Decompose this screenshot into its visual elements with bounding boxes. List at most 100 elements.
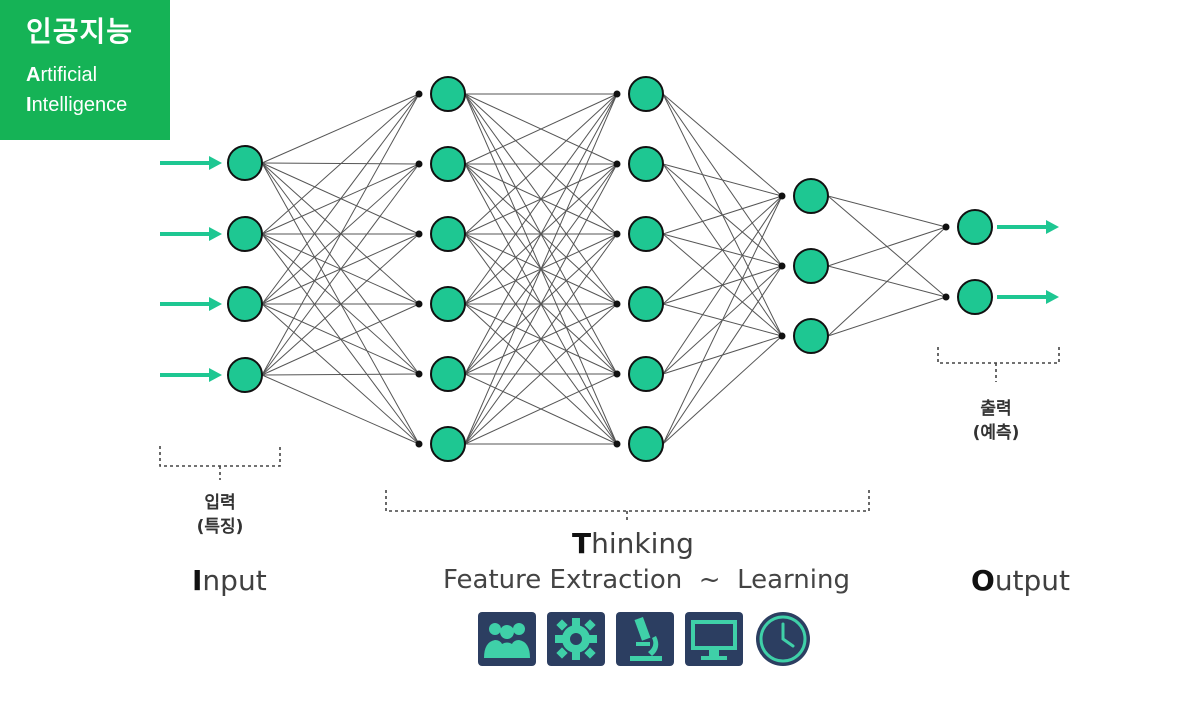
output-arrow-0	[997, 220, 1059, 234]
input-arrow-3	[160, 368, 222, 382]
node-hidden3-2	[793, 318, 829, 354]
output-label: Output	[971, 564, 1070, 597]
output-korean-line2: (예측)	[972, 423, 1020, 443]
junction-dot-hidden3-0	[778, 192, 786, 200]
junction-dot-hidden1-2	[415, 230, 423, 238]
node-hidden1-4	[430, 356, 466, 392]
node-input-1	[227, 216, 263, 252]
clock-icon	[756, 612, 810, 666]
output-arrow-1	[997, 290, 1059, 304]
badge-line1-cap: A	[26, 64, 41, 86]
junction-dot-hidden1-4	[415, 370, 423, 378]
junction-dot-hidden1-1	[415, 160, 423, 168]
junction-dot-hidden2-4	[613, 370, 621, 378]
gear-icon	[547, 612, 605, 666]
node-hidden1-2	[430, 216, 466, 252]
edge-hidden2-3-to-hidden3-0	[662, 195, 783, 305]
output-korean-line1: 출력	[980, 399, 1012, 419]
network-nodes	[227, 76, 993, 462]
edge-hidden2-2-to-hidden3-0	[662, 195, 783, 235]
edge-input-3-to-hidden1-5	[261, 374, 420, 445]
junction-dot-output-1	[942, 293, 950, 301]
node-hidden2-0	[628, 76, 664, 112]
edge-hidden1-5-to-hidden2-3	[464, 303, 618, 445]
node-input-3	[227, 357, 263, 393]
edge-hidden1-2-to-hidden2-0	[464, 93, 618, 235]
junction-dot-hidden3-2	[778, 332, 786, 340]
edge-hidden2-0-to-hidden3-0	[662, 93, 783, 197]
edge-hidden3-2-to-output-0	[827, 226, 947, 337]
input-korean-line1: 입력	[204, 493, 236, 513]
input-label-rest: nput	[202, 564, 267, 597]
badge-line2-rest: ntelligence	[31, 94, 128, 116]
microscope-icon	[616, 612, 674, 666]
node-hidden3-0	[793, 178, 829, 214]
output-label-cap: O	[971, 564, 995, 597]
edge-hidden1-5-to-hidden2-2	[464, 233, 618, 445]
node-hidden2-5	[628, 426, 664, 462]
ai-badge: 인공지능 Artificial Intelligence	[0, 0, 170, 140]
edge-input-3-to-hidden1-2	[261, 233, 420, 376]
node-hidden1-3	[430, 286, 466, 322]
node-input-2	[227, 286, 263, 322]
edge-input-3-to-hidden1-3	[261, 303, 420, 376]
junction-dot-output-0	[942, 223, 950, 231]
thinking-label-rest: hinking	[591, 527, 694, 560]
edge-hidden1-5-to-hidden2-4	[464, 373, 618, 445]
input-label: Input	[192, 564, 267, 597]
badge-line2-cap: I	[26, 94, 32, 116]
thinking-bracket	[385, 490, 870, 520]
edge-hidden2-4-to-hidden3-0	[662, 195, 783, 375]
junction-dot-hidden3-1	[778, 262, 786, 270]
edge-hidden2-5-to-hidden3-0	[662, 195, 783, 445]
node-output-0	[957, 209, 993, 245]
edge-input-0-to-hidden1-0	[261, 93, 420, 164]
badge-subtitle: Artificial Intelligence	[26, 60, 170, 120]
junction-dot-hidden1-0	[415, 90, 423, 98]
junction-dot-hidden2-5	[613, 440, 621, 448]
output-korean-label: 출력 (예측)	[946, 397, 1046, 445]
node-hidden2-1	[628, 146, 664, 182]
edge-hidden3-1-to-output-0	[827, 226, 947, 267]
junction-dot-hidden2-0	[613, 90, 621, 98]
output-label-rest: utput	[994, 564, 1071, 597]
node-hidden1-1	[430, 146, 466, 182]
edge-hidden2-1-to-hidden3-0	[662, 163, 783, 197]
node-hidden2-2	[628, 216, 664, 252]
edge-hidden1-3-to-hidden2-0	[464, 93, 618, 305]
node-output-1	[957, 279, 993, 315]
edge-hidden1-1-to-hidden2-0	[464, 93, 618, 165]
junction-dot-hidden2-3	[613, 300, 621, 308]
edge-hidden3-0-to-output-0	[827, 195, 947, 228]
junction-dot-hidden2-2	[613, 230, 621, 238]
badge-title: 인공지능	[26, 15, 134, 48]
input-arrow-0	[160, 156, 222, 170]
people-icon	[478, 612, 536, 666]
node-hidden2-3	[628, 286, 664, 322]
output-bracket	[937, 347, 1060, 382]
input-korean-label: 입력 (특징)	[170, 491, 270, 539]
network-edges	[261, 90, 950, 448]
node-input-0	[227, 145, 263, 181]
node-hidden2-4	[628, 356, 664, 392]
icon-row	[478, 612, 810, 666]
input-arrow-1	[160, 227, 222, 241]
edge-hidden2-5-to-hidden3-1	[662, 265, 783, 445]
node-hidden1-5	[430, 426, 466, 462]
input-arrow-2	[160, 297, 222, 311]
edge-hidden2-5-to-hidden3-2	[662, 335, 783, 445]
junction-dot-hidden1-5	[415, 440, 423, 448]
node-hidden3-1	[793, 248, 829, 284]
edge-input-3-to-hidden1-4	[261, 373, 420, 376]
feature-extraction-label: Feature Extraction ~ Learning	[443, 565, 850, 595]
edge-hidden3-2-to-output-1	[827, 296, 947, 337]
group-brackets	[159, 347, 1060, 520]
edge-hidden1-5-to-hidden2-1	[464, 163, 618, 445]
edge-hidden1-5-to-hidden2-0	[464, 93, 618, 445]
junction-dot-hidden2-1	[613, 160, 621, 168]
input-label-cap: I	[192, 564, 203, 597]
edge-input-3-to-hidden1-1	[261, 163, 420, 376]
monitor-icon	[685, 612, 743, 666]
thinking-label: Thinking	[572, 527, 694, 560]
